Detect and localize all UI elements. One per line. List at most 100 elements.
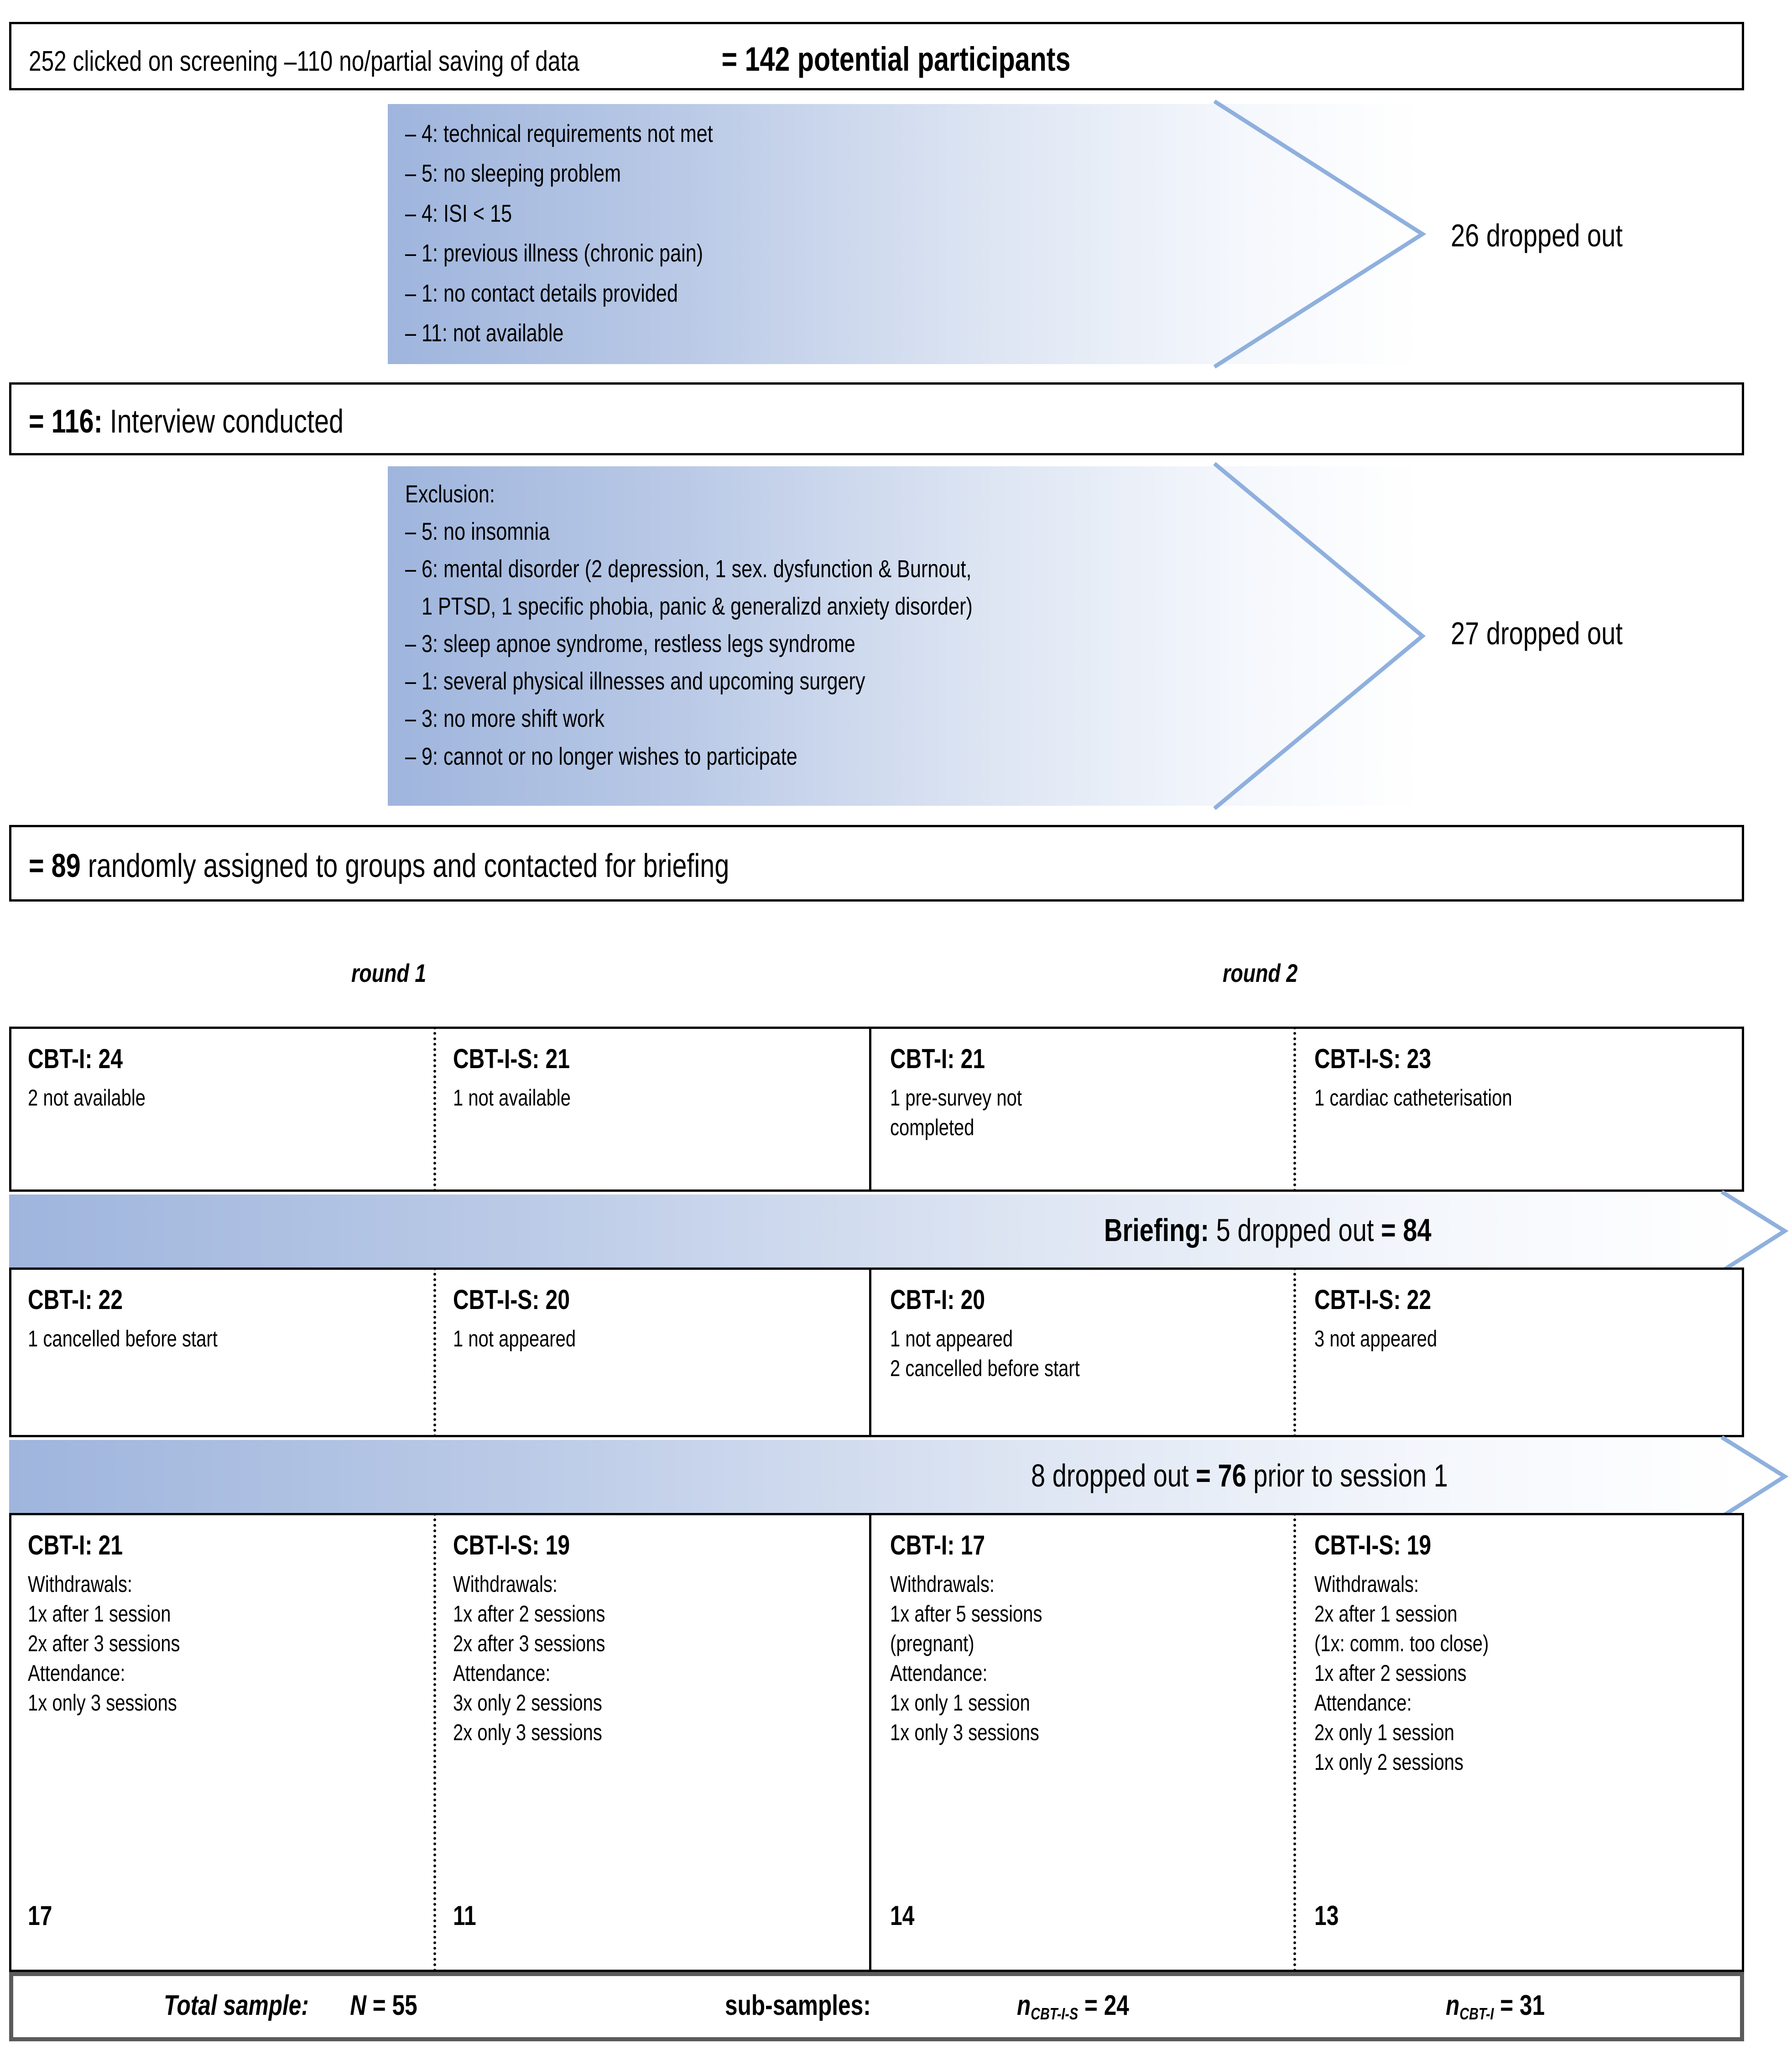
cell-title: CBT-I-S: 19 <box>453 1530 570 1560</box>
cell-total: 14 <box>890 1900 915 1931</box>
cell-note: Attendance: <box>890 1660 988 1686</box>
cell-note: 1x after 1 session <box>28 1601 171 1627</box>
cell-title: CBT-I: 22 <box>28 1284 123 1315</box>
dropout-1-item: – 11: not available <box>405 319 564 347</box>
cell-note: 2x after 3 sessions <box>453 1631 605 1656</box>
cell-note: Withdrawals: <box>1314 1571 1419 1597</box>
row-started: CBT-I: 21 Withdrawals: 1x after 1 sessio… <box>9 1513 1744 1972</box>
cell-note: Attendance: <box>453 1660 551 1686</box>
col-divider-solid-mid <box>869 1267 871 1437</box>
summary-total-eq: = 55 <box>366 1990 418 2021</box>
summary-n1-symbol: n <box>1017 1990 1031 2021</box>
band-session1-label: 8 dropped out = 76 prior to session 1 <box>1031 1458 1448 1493</box>
dropout-2-item: 1 PTSD, 1 specific phobia, panic & gener… <box>405 593 973 621</box>
cell-title: CBT-I-S: 22 <box>1314 1284 1432 1315</box>
cell-title: CBT-I: 24 <box>28 1043 123 1074</box>
col-divider-dotted-1 <box>433 1513 436 1972</box>
step1-prefix: 252 clicked on screening –110 no/partial… <box>29 46 579 77</box>
cell-total: 17 <box>28 1900 52 1931</box>
round-1-label: round 1 <box>351 959 427 987</box>
cell-note: 1 pre-survey not <box>890 1085 1022 1111</box>
cell-title: CBT-I: 20 <box>890 1284 985 1315</box>
cell-note: 1x after 5 sessions <box>890 1601 1042 1627</box>
dropout-2-item: – 5: no insomnia <box>405 518 550 546</box>
cell-note: 1x after 2 sessions <box>1314 1660 1467 1686</box>
cell-note: 1 not appeared <box>890 1326 1013 1351</box>
dropout-1-list: – 4: technical requirements not met – 5:… <box>405 114 1318 354</box>
summary-n2-eq: = 31 <box>1494 1990 1545 2021</box>
cell-note: (1x: comm. too close) <box>1314 1631 1489 1656</box>
row-allocated: CBT-I: 24 2 not available CBT-I-S: 21 1 … <box>9 1027 1744 1192</box>
cell-note: 1 not appeared <box>453 1326 576 1351</box>
cell-note: 2x after 3 sessions <box>28 1631 180 1656</box>
dropout-1-item: – 4: technical requirements not met <box>405 120 713 147</box>
dropout-2-label: 27 dropped out <box>1451 615 1623 651</box>
cell-title: CBT-I: 21 <box>890 1043 985 1074</box>
cell-note: 2x only 3 sessions <box>453 1720 602 1745</box>
col-divider-dotted-1 <box>433 1027 436 1192</box>
cell-title: CBT-I-S: 20 <box>453 1284 570 1315</box>
cell-note: 1x only 2 sessions <box>1314 1749 1464 1775</box>
final-summary-box: Total sample:N = 55 sub-samples: nCBT-I-… <box>9 1972 1744 2041</box>
summary-sub-label: sub-samples: <box>725 1990 871 2021</box>
dropout-2-heading: Exclusion: <box>405 480 495 508</box>
col-divider-solid-mid <box>869 1513 871 1972</box>
cell-note: Withdrawals: <box>890 1571 995 1597</box>
cell-note: (pregnant) <box>890 1631 974 1656</box>
dropout-1-item: – 1: no contact details provided <box>405 279 678 307</box>
step2-rest: Interview conducted <box>102 403 344 440</box>
step-89-box: = 89 randomly assigned to groups and con… <box>9 825 1744 902</box>
dropout-2-item: – 6: mental disorder (2 depression, 1 se… <box>405 555 972 583</box>
cell-note: 1x after 2 sessions <box>453 1601 605 1627</box>
col-divider-dotted-2 <box>1293 1027 1296 1192</box>
cell-note: Withdrawals: <box>28 1571 132 1597</box>
round-2-label: round 2 <box>1223 959 1298 987</box>
step3-rest: randomly assigned to groups and contacte… <box>80 848 729 884</box>
cell-note: 1x only 3 sessions <box>28 1690 177 1716</box>
cell-title: CBT-I: 17 <box>890 1530 985 1560</box>
cell-title: CBT-I: 21 <box>28 1530 123 1560</box>
dropout-2-item: – 9: cannot or no longer wishes to parti… <box>405 742 797 770</box>
cell-note: 2x only 1 session <box>1314 1720 1454 1745</box>
dropout-2-item: – 3: sleep apnoe syndrome, restless legs… <box>405 630 855 658</box>
cell-note: 1x only 1 session <box>890 1690 1030 1716</box>
cell-note: 2 cancelled before start <box>890 1356 1080 1381</box>
cell-note: 3x only 2 sessions <box>453 1690 602 1716</box>
summary-n2-subscript: CBT-I <box>1459 2004 1494 2024</box>
step-252-box: 252 clicked on screening –110 no/partial… <box>9 22 1744 90</box>
summary-n2-symbol: n <box>1446 1990 1460 2021</box>
col-divider-dotted-2 <box>1293 1267 1296 1437</box>
cell-note: 1 cancelled before start <box>28 1326 218 1351</box>
step3-bold: = 89 <box>29 848 81 884</box>
cell-note: completed <box>890 1115 974 1140</box>
col-divider-dotted-2 <box>1293 1513 1296 1972</box>
dropout-1-item: – 1: previous illness (chronic pain) <box>405 240 703 267</box>
summary-total-label: Total sample: <box>164 1990 309 2021</box>
cell-note: 1 not available <box>453 1085 571 1111</box>
step-116-box: = 116: Interview conducted <box>9 382 1744 455</box>
cell-note: 2x after 1 session <box>1314 1601 1458 1627</box>
dropout-2-list: Exclusion: – 5: no insomnia – 6: mental … <box>405 475 1345 775</box>
band-briefing <box>9 1194 1744 1267</box>
cell-title: CBT-I-S: 19 <box>1314 1530 1432 1560</box>
cell-title: CBT-I-S: 23 <box>1314 1043 1432 1074</box>
band-session1 <box>9 1440 1744 1513</box>
col-divider-solid-mid <box>869 1027 871 1192</box>
cell-note: 1x only 3 sessions <box>890 1720 1039 1745</box>
dropout-2-item: – 1: several physical illnesses and upco… <box>405 668 865 695</box>
cell-note: 3 not appeared <box>1314 1326 1438 1351</box>
cell-note: Attendance: <box>1314 1690 1412 1716</box>
dropout-1-item: – 4: ISI < 15 <box>405 199 512 227</box>
dropout-2-item: – 3: no more shift work <box>405 705 604 733</box>
cell-note: 1 cardiac catheterisation <box>1314 1085 1512 1111</box>
cell-note: Attendance: <box>28 1660 125 1686</box>
cell-total: 13 <box>1314 1900 1339 1931</box>
cell-total: 11 <box>453 1900 476 1931</box>
step1-equals: = 142 potential participants <box>721 40 1071 78</box>
band-briefing-label: Briefing: 5 dropped out = 84 <box>1104 1212 1432 1248</box>
cell-title: CBT-I-S: 21 <box>453 1043 570 1074</box>
dropout-1-item: – 5: no sleeping problem <box>405 160 621 188</box>
col-divider-dotted-1 <box>433 1267 436 1437</box>
row-briefed: CBT-I: 22 1 cancelled before start CBT-I… <box>9 1267 1744 1437</box>
summary-total-n: N <box>350 1990 367 2021</box>
